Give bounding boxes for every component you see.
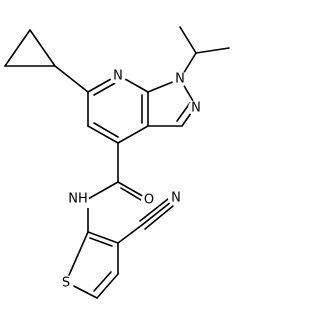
bond-c6-cyclopropyl <box>54 65 89 93</box>
bond-thiophene-s-c2 <box>65 231 89 283</box>
bond-carbonyl-o <box>117 181 147 199</box>
atom-n-pyrazole-1: N <box>172 71 188 87</box>
svg-text:N: N <box>113 69 123 84</box>
bond-nitrile-triple-lower <box>144 205 174 230</box>
svg-text:N: N <box>175 72 185 87</box>
atom-n-pyrazole-2: N <box>188 100 204 116</box>
atom-amide-nh: NH <box>68 190 89 208</box>
bond-c4-c3a <box>117 125 149 144</box>
bond-thiophene-c2-c3 <box>87 231 119 244</box>
bond-n2-c3-double <box>176 102 191 122</box>
molecule-structure-diagram: N N N NH O S N <box>4 26 230 299</box>
bond-carbonyl-amide-n <box>87 181 119 200</box>
bond-c5-c4 <box>87 125 119 144</box>
atom-thiophene-s: S <box>58 275 74 291</box>
bond-n7-c6-double <box>93 81 118 96</box>
bond-cyclopropyl-right <box>29 29 56 67</box>
svg-text:O: O <box>144 193 154 208</box>
bond-c5-c4-double <box>93 122 119 138</box>
atom-carbonyl-o: O <box>141 192 157 208</box>
atom-nitrile-n: N <box>168 190 184 206</box>
svg-text:S: S <box>62 276 70 291</box>
bond-cyclopropyl-top <box>4 29 31 67</box>
bond-nitrile-triple-upper <box>139 198 169 222</box>
bond-thiophene-c2-c3-double <box>89 237 113 247</box>
bond-isopropyl-methyl-right <box>195 47 230 54</box>
svg-text:N: N <box>171 191 181 206</box>
bond-isopropyl-methyl-left <box>179 26 197 54</box>
bond-thiophene-c4-c5 <box>96 273 119 299</box>
bond-thiophene-c3-nitrile-c <box>117 224 143 244</box>
svg-text:N: N <box>191 101 201 116</box>
svg-text:NH: NH <box>68 192 88 207</box>
bond-thiophene-c4-c5-double <box>93 271 112 292</box>
bond-nitrile-triple-center <box>141 201 172 226</box>
atom-n-pyridine: N <box>110 68 126 84</box>
